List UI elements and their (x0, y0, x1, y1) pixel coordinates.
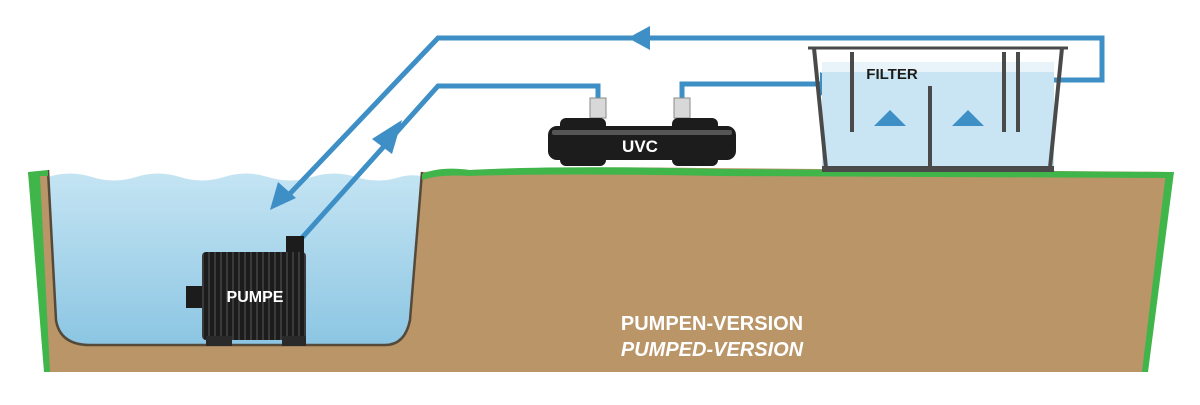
pipe-uvc-to-filter (679, 81, 820, 98)
uvc-unit (548, 97, 736, 166)
pump-label: PUMPE (227, 289, 284, 306)
grass-left (28, 170, 50, 372)
filter-flow-up-2 (952, 110, 984, 126)
soil (28, 167, 1172, 372)
pump (186, 236, 306, 346)
caption-german: PUMPEN-VERSION (621, 313, 803, 335)
filter-flow-up-1 (874, 110, 906, 126)
grass-right-edge (1142, 172, 1174, 372)
flow-arrow-down (270, 182, 296, 210)
pipe-return-to-pond (280, 35, 1105, 204)
flow-arrow-up (372, 120, 402, 154)
uvc-label: UVC (622, 137, 658, 156)
flow-arrow-left (628, 26, 650, 50)
caption-english: PUMPED-VERSION (621, 339, 804, 361)
filter-tank (808, 46, 1068, 172)
filter-label: FILTER (866, 66, 918, 83)
pond-liner (46, 169, 424, 347)
pipe-pump-to-uvc (298, 83, 601, 242)
grass-right (422, 167, 1172, 180)
